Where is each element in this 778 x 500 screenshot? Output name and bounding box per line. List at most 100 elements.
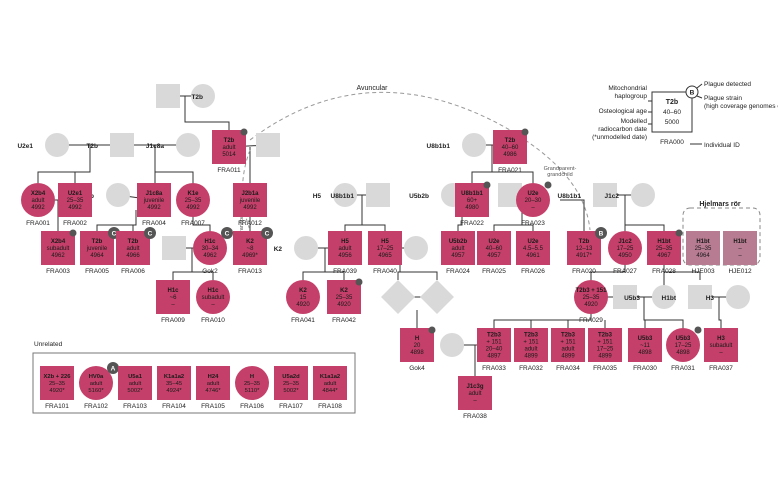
unrelated-square xyxy=(313,366,347,400)
individual-square xyxy=(41,231,75,265)
individual-detail: 4992 xyxy=(186,205,200,211)
individual-square xyxy=(647,231,681,265)
individual-id: FRA012 xyxy=(238,220,262,227)
individual-detail: – xyxy=(738,253,742,259)
individual-detail: 20–40 xyxy=(486,347,503,353)
individual-id: FRA042 xyxy=(332,317,356,324)
individual-id: FRA003 xyxy=(46,268,70,275)
kinship-line xyxy=(172,248,193,280)
individual-detail: juvenile xyxy=(239,198,261,204)
individual-id: FRA105 xyxy=(201,403,225,410)
plague-strain-badge xyxy=(221,227,233,239)
individual-detail: 4746* xyxy=(205,388,221,394)
plague-detected-dot xyxy=(69,229,77,237)
individual-detail: 40–60 xyxy=(486,246,503,252)
haplogroup-label: H1c xyxy=(167,288,179,294)
haplogroup-label: K2 xyxy=(299,288,307,294)
individual-square xyxy=(233,231,267,265)
haplogroup-label: U5b3 xyxy=(638,336,653,342)
individual-detail: 4965 xyxy=(378,253,392,259)
individual-id: FRA024 xyxy=(446,268,470,275)
unknown-haplogroup: U5b3 xyxy=(624,295,640,302)
individual-detail: 40–60 xyxy=(502,145,519,151)
haplogroup-label: J2b1a xyxy=(241,191,259,197)
unknown-circle xyxy=(440,333,464,357)
legend-text: (*unmodelled date) xyxy=(592,134,647,141)
haplogroup-label: H3 xyxy=(717,336,725,342)
individual-detail: 4957 xyxy=(451,253,465,259)
haplogroup-label: X2b + 226 xyxy=(44,374,72,380)
legend-leader xyxy=(696,95,703,99)
individual-square xyxy=(567,231,601,265)
plague-strain-badge xyxy=(107,362,119,374)
kinship-line xyxy=(718,297,722,328)
plague-detected-dot xyxy=(483,181,491,189)
haplogroup-label: U8b1b1 xyxy=(461,191,483,197)
plague-strain-letter: C xyxy=(112,231,117,238)
unknown-square xyxy=(593,183,617,207)
haplogroup-label: H1bt xyxy=(657,239,670,245)
grandparent-arc-right xyxy=(524,139,591,231)
kinship-line xyxy=(625,224,665,231)
individual-detail: 4920 xyxy=(337,302,351,308)
individual-detail: 4992 xyxy=(31,205,45,211)
individual-detail: 4962 xyxy=(51,253,65,259)
individual-square xyxy=(212,130,246,164)
individual-id: FRA035 xyxy=(593,365,617,372)
unknown-haplogroup: H3 xyxy=(706,295,715,302)
plague-strain-badge xyxy=(261,227,273,239)
unrelated-square xyxy=(118,366,152,400)
individual-detail: 25–35 xyxy=(185,198,202,204)
haplogroup-label: H1bt xyxy=(733,239,746,245)
unknown-haplogroup: U5b2b xyxy=(409,193,429,200)
individual-detail: 25–35 xyxy=(244,381,260,387)
unknown-haplogroup: H5 xyxy=(313,193,322,200)
unknown-haplogroup: U2e1 xyxy=(17,143,33,150)
individual-circle xyxy=(176,183,210,217)
individual-detail: adult xyxy=(468,391,481,397)
individual-id: FRA027 xyxy=(613,268,637,275)
individual-detail: – xyxy=(473,398,477,404)
individual-square xyxy=(368,231,402,265)
plague-strain-badge xyxy=(595,227,607,239)
unrelated-circle xyxy=(79,366,113,400)
individual-detail: 4962 xyxy=(203,253,217,259)
individual-detail: – xyxy=(171,302,175,308)
individual-square xyxy=(400,328,434,362)
individual-detail: 20–30 xyxy=(525,198,542,204)
haplogroup-label: U5b3 xyxy=(676,336,691,342)
individual-detail: 4992 xyxy=(243,205,257,211)
plague-detected-dot xyxy=(240,128,248,136)
individual-detail: adult xyxy=(222,145,235,151)
individual-detail: 25–35 xyxy=(695,246,712,252)
unrelated-box xyxy=(32,352,356,414)
individual-id: FRA104 xyxy=(162,403,186,410)
unknown-circle xyxy=(176,133,200,157)
individual-detail: adult xyxy=(561,347,574,353)
grandparent-label-right-2: grandchild xyxy=(547,172,572,178)
individual-id: FRA025 xyxy=(482,268,506,275)
plague-strain-letter: A xyxy=(111,366,116,373)
haplogroup-label: T2b xyxy=(579,239,590,245)
individual-square xyxy=(58,183,92,217)
haplogroup-label: H1c xyxy=(204,239,216,245)
legend-date: 5000 xyxy=(665,119,680,126)
individual-circle xyxy=(666,328,700,362)
individual-id: Gok2 xyxy=(202,268,218,275)
individual-detail: + 151 xyxy=(597,340,613,346)
haplogroup-label: J1c3g xyxy=(466,384,483,390)
individual-detail: 15 xyxy=(300,295,307,301)
hjelmars-label: Hjelmars rör xyxy=(699,201,741,208)
unknown-haplogroup: U8b1b1 xyxy=(331,193,355,200)
unknown-circle xyxy=(45,133,69,157)
legend-badge-letter: B xyxy=(690,90,695,97)
individual-detail: 4.5–5.5 xyxy=(523,246,544,252)
individual-detail: 4956 xyxy=(338,253,352,259)
individual-id: FRA037 xyxy=(709,365,733,372)
individual-detail: 4967 xyxy=(657,253,671,259)
kinship-line xyxy=(643,297,646,328)
individual-square xyxy=(458,376,492,410)
individual-detail: ~11 xyxy=(640,343,650,349)
individual-detail: adult xyxy=(126,246,139,252)
